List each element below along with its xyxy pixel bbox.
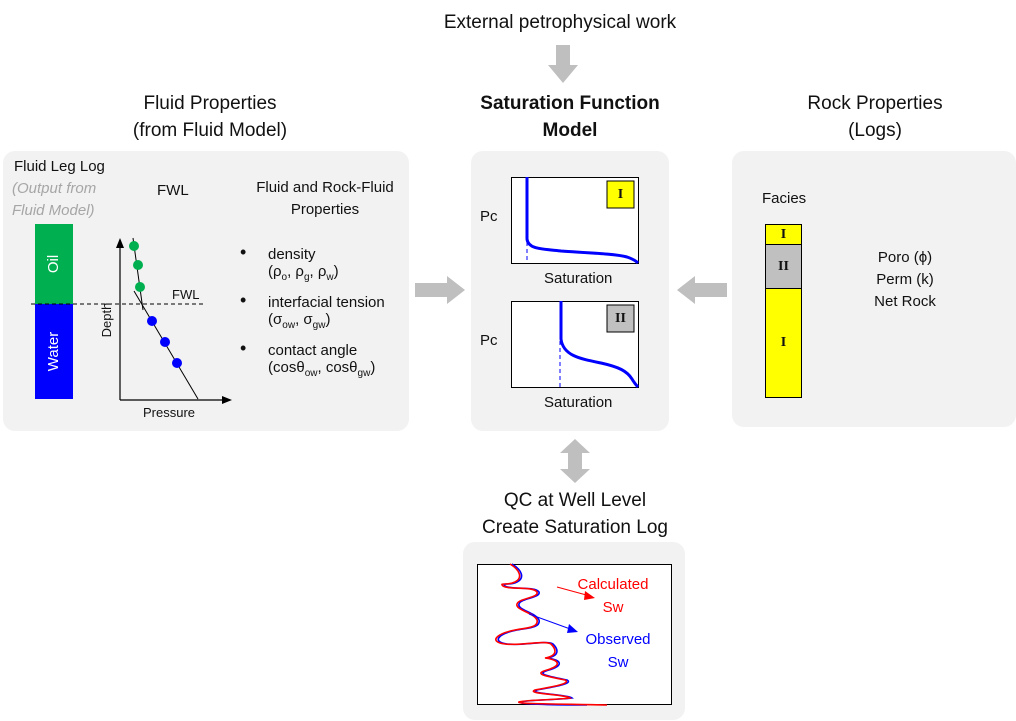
fluid-log-subtitle-1: (Output from bbox=[12, 180, 97, 197]
fwl-heading: FWL bbox=[157, 182, 189, 199]
water-pressure-point bbox=[160, 337, 170, 347]
chart1-xlabel: Saturation bbox=[544, 270, 613, 287]
saturation-function-title: Saturation Function Model bbox=[450, 90, 690, 144]
facies-segment: I bbox=[766, 225, 801, 245]
bullet-icon: • bbox=[240, 290, 247, 310]
facies-segment: II bbox=[766, 245, 801, 289]
fluid-title-line1: Fluid Properties bbox=[143, 93, 277, 114]
properties-title-line1: Fluid and Rock-Fluid bbox=[256, 179, 394, 196]
depth-axis-arrowhead bbox=[116, 238, 124, 248]
facies-column: I II I bbox=[765, 224, 802, 398]
fluid-properties-title: Fluid Properties (from Fluid Model) bbox=[90, 90, 330, 144]
down-arrow-icon bbox=[548, 45, 578, 83]
qc-title-line1: QC at Well Level bbox=[503, 490, 647, 511]
rock-properties-title: Rock Properties (Logs) bbox=[755, 90, 995, 144]
property-name: interfacial tension bbox=[268, 294, 385, 311]
calculated-pointer-line bbox=[556, 586, 591, 597]
oil-pressure-point bbox=[133, 260, 143, 270]
right-arrow-icon bbox=[415, 276, 465, 304]
properties-title-line2: Properties bbox=[290, 201, 360, 218]
rock-title-line2: (Logs) bbox=[848, 120, 902, 141]
bullet-icon: • bbox=[240, 338, 247, 358]
pc-chart-facies-I bbox=[511, 177, 640, 265]
saturation-log-plot bbox=[477, 563, 672, 706]
fluid-leg-log-title: Fluid Leg Log bbox=[14, 158, 105, 175]
facies-label: Facies bbox=[762, 190, 807, 207]
rock-property-list: Poro (ϕ) Perm (k) Net Rock bbox=[850, 247, 960, 313]
calculated-sw-line2: Sw bbox=[602, 599, 624, 616]
double-arrow-icon bbox=[560, 439, 590, 483]
pc-curve bbox=[525, 177, 640, 265]
pc-chart-facies-II bbox=[511, 301, 640, 389]
pressure-axis-label: Pressure bbox=[143, 405, 196, 420]
calculated-sw-curve bbox=[495, 563, 608, 706]
pressure-axis-arrowhead bbox=[222, 396, 232, 404]
oil-leg: Oil bbox=[35, 224, 73, 304]
rock-property-porosity: Poro (ϕ) bbox=[877, 249, 933, 266]
external-petrophysical-label: External petrophysical work bbox=[443, 12, 677, 33]
calculated-sw-label: Calculated Sw bbox=[568, 573, 658, 619]
oil-pressure-point bbox=[135, 282, 145, 292]
fwl-line-label: FWL bbox=[172, 287, 200, 302]
property-name: contact angle bbox=[268, 342, 358, 359]
rock-property-net-rock: Net Rock bbox=[874, 293, 936, 310]
observed-sw-label: Observed Sw bbox=[568, 628, 668, 674]
bullet-icon: • bbox=[240, 242, 247, 262]
pc-curve bbox=[559, 301, 640, 389]
facies-segment: I bbox=[766, 289, 801, 397]
property-symbols: (σow, σgw) bbox=[268, 311, 331, 331]
observed-pointer-line bbox=[528, 613, 574, 631]
water-pressure-point bbox=[147, 316, 157, 326]
chart1-ylabel: Pc bbox=[480, 208, 498, 225]
depth-axis-label: Depth bbox=[99, 302, 114, 338]
observed-sw-line2: Sw bbox=[607, 654, 629, 671]
water-leg: Water bbox=[35, 304, 73, 399]
observed-pointer-arrowhead bbox=[567, 624, 578, 633]
left-arrow-icon bbox=[677, 276, 727, 304]
chart2-xlabel: Saturation bbox=[544, 394, 613, 411]
chart2-ylabel: Pc bbox=[480, 332, 498, 349]
fluid-title-line2: (from Fluid Model) bbox=[132, 120, 288, 141]
qc-title-line2: Create Saturation Log bbox=[482, 517, 668, 538]
water-pressure-point bbox=[172, 358, 182, 368]
facies-badge bbox=[606, 304, 635, 333]
facies-badge bbox=[606, 180, 635, 209]
facies-badge-label: II bbox=[615, 311, 626, 326]
rock-title-line1: Rock Properties bbox=[807, 93, 943, 114]
property-symbols: (cosθow, cosθgw) bbox=[268, 359, 376, 379]
facies-badge-label: I bbox=[617, 187, 624, 202]
property-symbols: (ρo, ρg, ρw) bbox=[268, 263, 339, 283]
fluid-log-subtitle-2: Fluid Model) bbox=[12, 202, 95, 219]
observed-sw-line1: Observed bbox=[585, 631, 651, 648]
property-name: density bbox=[268, 246, 316, 263]
qc-title: QC at Well Level Create Saturation Log bbox=[430, 487, 720, 541]
satfunc-title-line1: Saturation Function bbox=[480, 93, 660, 114]
oil-pressure-point bbox=[129, 241, 139, 251]
properties-title: Fluid and Rock-Fluid Properties bbox=[240, 177, 410, 221]
calculated-pointer-arrowhead bbox=[584, 591, 595, 600]
satfunc-title-line2: Model bbox=[542, 120, 598, 141]
calculated-sw-line1: Calculated bbox=[577, 576, 649, 593]
rock-property-permeability: Perm (k) bbox=[876, 271, 934, 288]
